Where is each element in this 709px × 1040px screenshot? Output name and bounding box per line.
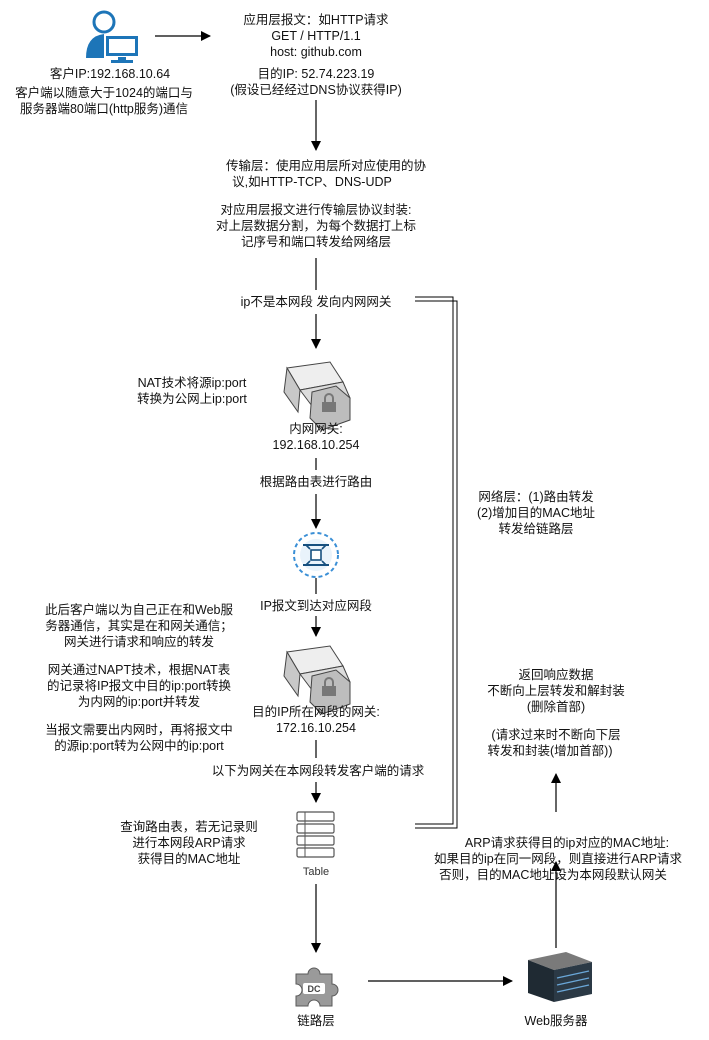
arp-note-1: ARP请求获得目的ip对应的MAC地址: bbox=[465, 835, 669, 850]
nat-note-2: 转换为公网上ip:port bbox=[137, 391, 247, 406]
inner-gateway-label: 内网网关: bbox=[289, 422, 342, 436]
client-computer-icon bbox=[86, 10, 140, 63]
client-note-1: 此后客户端以为自己正在和Web服 bbox=[45, 602, 233, 617]
response-note-3: (删除首部) bbox=[527, 699, 585, 714]
out-note-1: 当报文需要出内网时，再将报文中 bbox=[45, 722, 233, 737]
network-layer-note-3: 转发给链路层 bbox=[498, 521, 573, 536]
link-layer-label: 链路层 bbox=[297, 1013, 335, 1028]
request-note-1: (请求过来时不断向下层 bbox=[491, 727, 620, 742]
dest-ip-line-1: 目的IP: 52.74.223.19 bbox=[258, 66, 375, 81]
network-layer-note-2: (2)增加目的MAC地址 bbox=[477, 505, 596, 520]
transport-encap-1: 对应用层报文进行传输层协议封装: bbox=[221, 202, 412, 217]
nat-note-1: NAT技术将源ip:port bbox=[138, 376, 247, 390]
network-layer-bracket bbox=[415, 296, 458, 829]
response-note-2: 不断向上层转发和解封装 bbox=[487, 683, 625, 698]
web-server-icon bbox=[528, 952, 592, 1002]
request-note-2: 转发和封装(增加首部)) bbox=[488, 743, 613, 758]
route-lookup-3: 获得目的MAC地址 bbox=[138, 851, 241, 866]
client-ip-label: 客户IP:192.168.10.64 bbox=[50, 66, 170, 81]
route-lookup-2: 进行本网段ARP请求 bbox=[132, 835, 246, 850]
reach-segment-label: IP报文到达对应网段 bbox=[260, 598, 372, 613]
forward-note: 以下为网关在本网段转发客户端的请求 bbox=[212, 763, 425, 778]
transport-encap-2: 对上层数据分割，为每个数据打上标 bbox=[216, 218, 416, 233]
not-local-segment-label: ip不是本网段 发向内网网关 bbox=[241, 294, 392, 309]
response-note-1: 返回响应数据 bbox=[518, 667, 593, 682]
client-note-2: 务器通信，其实是在和网关通信； bbox=[45, 618, 233, 633]
app-layer-line-3: host: github.com bbox=[270, 45, 362, 59]
router-icon bbox=[293, 532, 339, 578]
transport-desc-2: 议,如HTTP-TCP、DNS-UDP bbox=[232, 174, 392, 189]
transport-encap-3: 记序号和端口转发给网络层 bbox=[241, 234, 391, 249]
routing-table-icon bbox=[296, 811, 335, 858]
dc-badge: DC bbox=[308, 984, 321, 994]
dest-gateway-ip: 172.16.10.254 bbox=[276, 721, 356, 735]
arp-note-3: 否则，目的MAC地址设为本网段默认网关 bbox=[439, 867, 667, 882]
route-lookup-1: 查询路由表，若无记录则 bbox=[120, 819, 258, 834]
dest-ip-line-2: (假设已经经过DNS协议获得IP) bbox=[230, 82, 402, 97]
out-note-2: 的源ip:port转为公网中的ip:port bbox=[54, 738, 224, 753]
web-server-label: Web服务器 bbox=[525, 1013, 588, 1028]
transport-desc-1: 传输层：使用应用层所对应使用的协 bbox=[226, 158, 427, 173]
napt-note-3: 为内网的ip:port并转发 bbox=[78, 694, 201, 709]
dest-gateway-lock-icon bbox=[283, 645, 351, 715]
app-layer-line-1: 应用层报文：如HTTP请求 bbox=[243, 12, 389, 27]
inner-gateway-lock-icon bbox=[283, 361, 351, 431]
client-port-desc-1: 客户端以随意大于1024的端口与 bbox=[15, 85, 193, 100]
client-note-3: 网关进行请求和响应的转发 bbox=[64, 634, 215, 649]
client-port-desc-2: 服务器端80端口(http服务)通信 bbox=[20, 101, 188, 116]
link-layer-dc-icon: DC bbox=[295, 967, 339, 1007]
inner-gateway-ip: 192.168.10.254 bbox=[273, 438, 360, 452]
table-label: Table bbox=[303, 866, 329, 878]
app-layer-line-2: GET / HTTP/1.1 bbox=[271, 29, 360, 43]
napt-note-2: 的记录将IP报文中目的ip:port转换 bbox=[47, 678, 232, 693]
routing-label: 根据路由表进行路由 bbox=[260, 474, 373, 489]
network-layer-note-1: 网络层：(1)路由转发 bbox=[478, 489, 594, 504]
napt-note-1: 网关通过NAPT技术，根据NAT表 bbox=[48, 663, 231, 677]
arp-note-2: 如果目的ip在同一网段，则直接进行ARP请求 bbox=[434, 851, 682, 866]
dest-gateway-label: 目的IP所在网段的网关: bbox=[252, 704, 380, 719]
